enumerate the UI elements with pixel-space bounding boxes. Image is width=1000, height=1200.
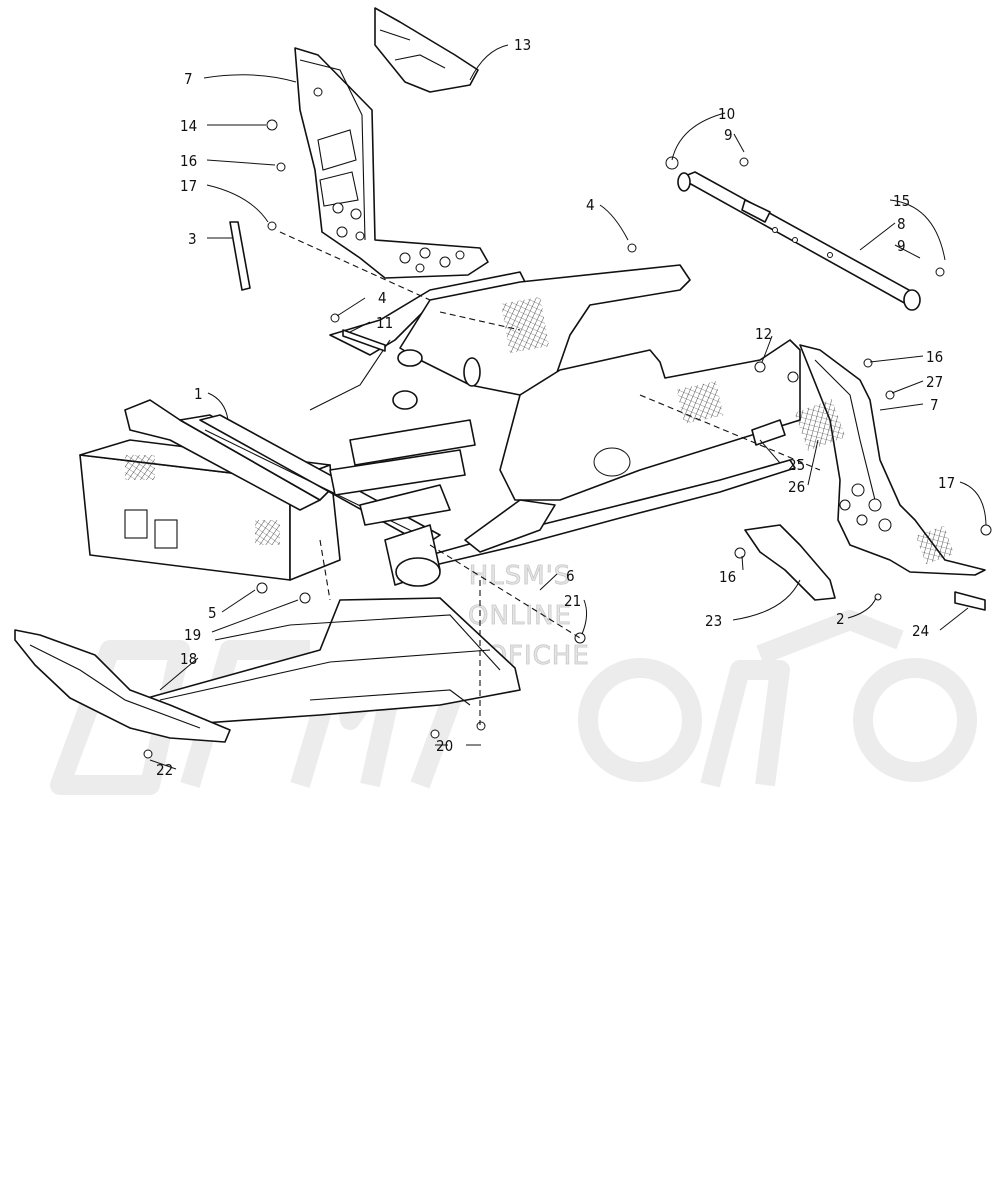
steering-support-right <box>794 344 986 576</box>
callout-24: 24 <box>912 622 929 640</box>
callout-6: 6 <box>566 567 575 585</box>
callout-8: 8 <box>897 215 906 233</box>
callout-18: 18 <box>180 650 197 668</box>
skid-plate <box>14 629 231 743</box>
callout-19: 19 <box>184 626 201 644</box>
watermark-line-2: ONLINE <box>468 601 572 631</box>
bracket-25 <box>751 419 786 446</box>
callout-4-upper: 4 <box>586 196 595 214</box>
callout-4-lower: 4 <box>378 289 387 307</box>
callout-12: 12 <box>755 325 772 343</box>
plate-11 <box>342 329 386 352</box>
callout-7-right: 7 <box>930 396 939 414</box>
chassis-frame <box>79 264 801 587</box>
callout-15: 15 <box>893 192 910 210</box>
callout-22: 22 <box>156 761 173 779</box>
strut-3 <box>229 221 251 291</box>
callout-21: 21 <box>564 592 581 610</box>
callout-16-lower: 16 <box>719 568 736 586</box>
callout-26: 26 <box>788 478 805 496</box>
callout-9-lower: 9 <box>897 237 906 255</box>
callout-17-left: 17 <box>180 177 197 195</box>
callout-2: 2 <box>836 610 845 628</box>
steering-cap <box>374 7 479 93</box>
callout-5: 5 <box>208 604 217 622</box>
callout-1: 1 <box>194 385 203 403</box>
callout-16-right: 16 <box>926 348 943 366</box>
leader-lines <box>149 44 987 770</box>
steering-support-left <box>294 47 489 279</box>
callout-20: 20 <box>436 737 453 755</box>
callout-23: 23 <box>705 612 722 630</box>
callout-27: 27 <box>926 373 943 391</box>
callout-25: 25 <box>788 456 805 474</box>
callout-17-right: 17 <box>938 474 955 492</box>
callout-13: 13 <box>514 36 531 54</box>
watermark-line-1: HLSM'S <box>469 561 572 591</box>
bracket-24 <box>954 591 986 611</box>
callout-16-left: 16 <box>180 152 197 170</box>
callout-7-left: 7 <box>184 70 193 88</box>
callout-10: 10 <box>718 105 735 123</box>
callout-3: 3 <box>188 230 197 248</box>
bracket-23 <box>744 524 836 601</box>
alignment-lines <box>279 231 821 725</box>
callout-14: 14 <box>180 117 197 135</box>
steering-bar <box>677 171 921 311</box>
callout-labels: 7 14 16 17 3 13 4 4 11 1 5 19 10 9 15 8 … <box>156 36 955 779</box>
callout-9-upper: 9 <box>724 126 733 144</box>
callout-11: 11 <box>376 314 393 332</box>
